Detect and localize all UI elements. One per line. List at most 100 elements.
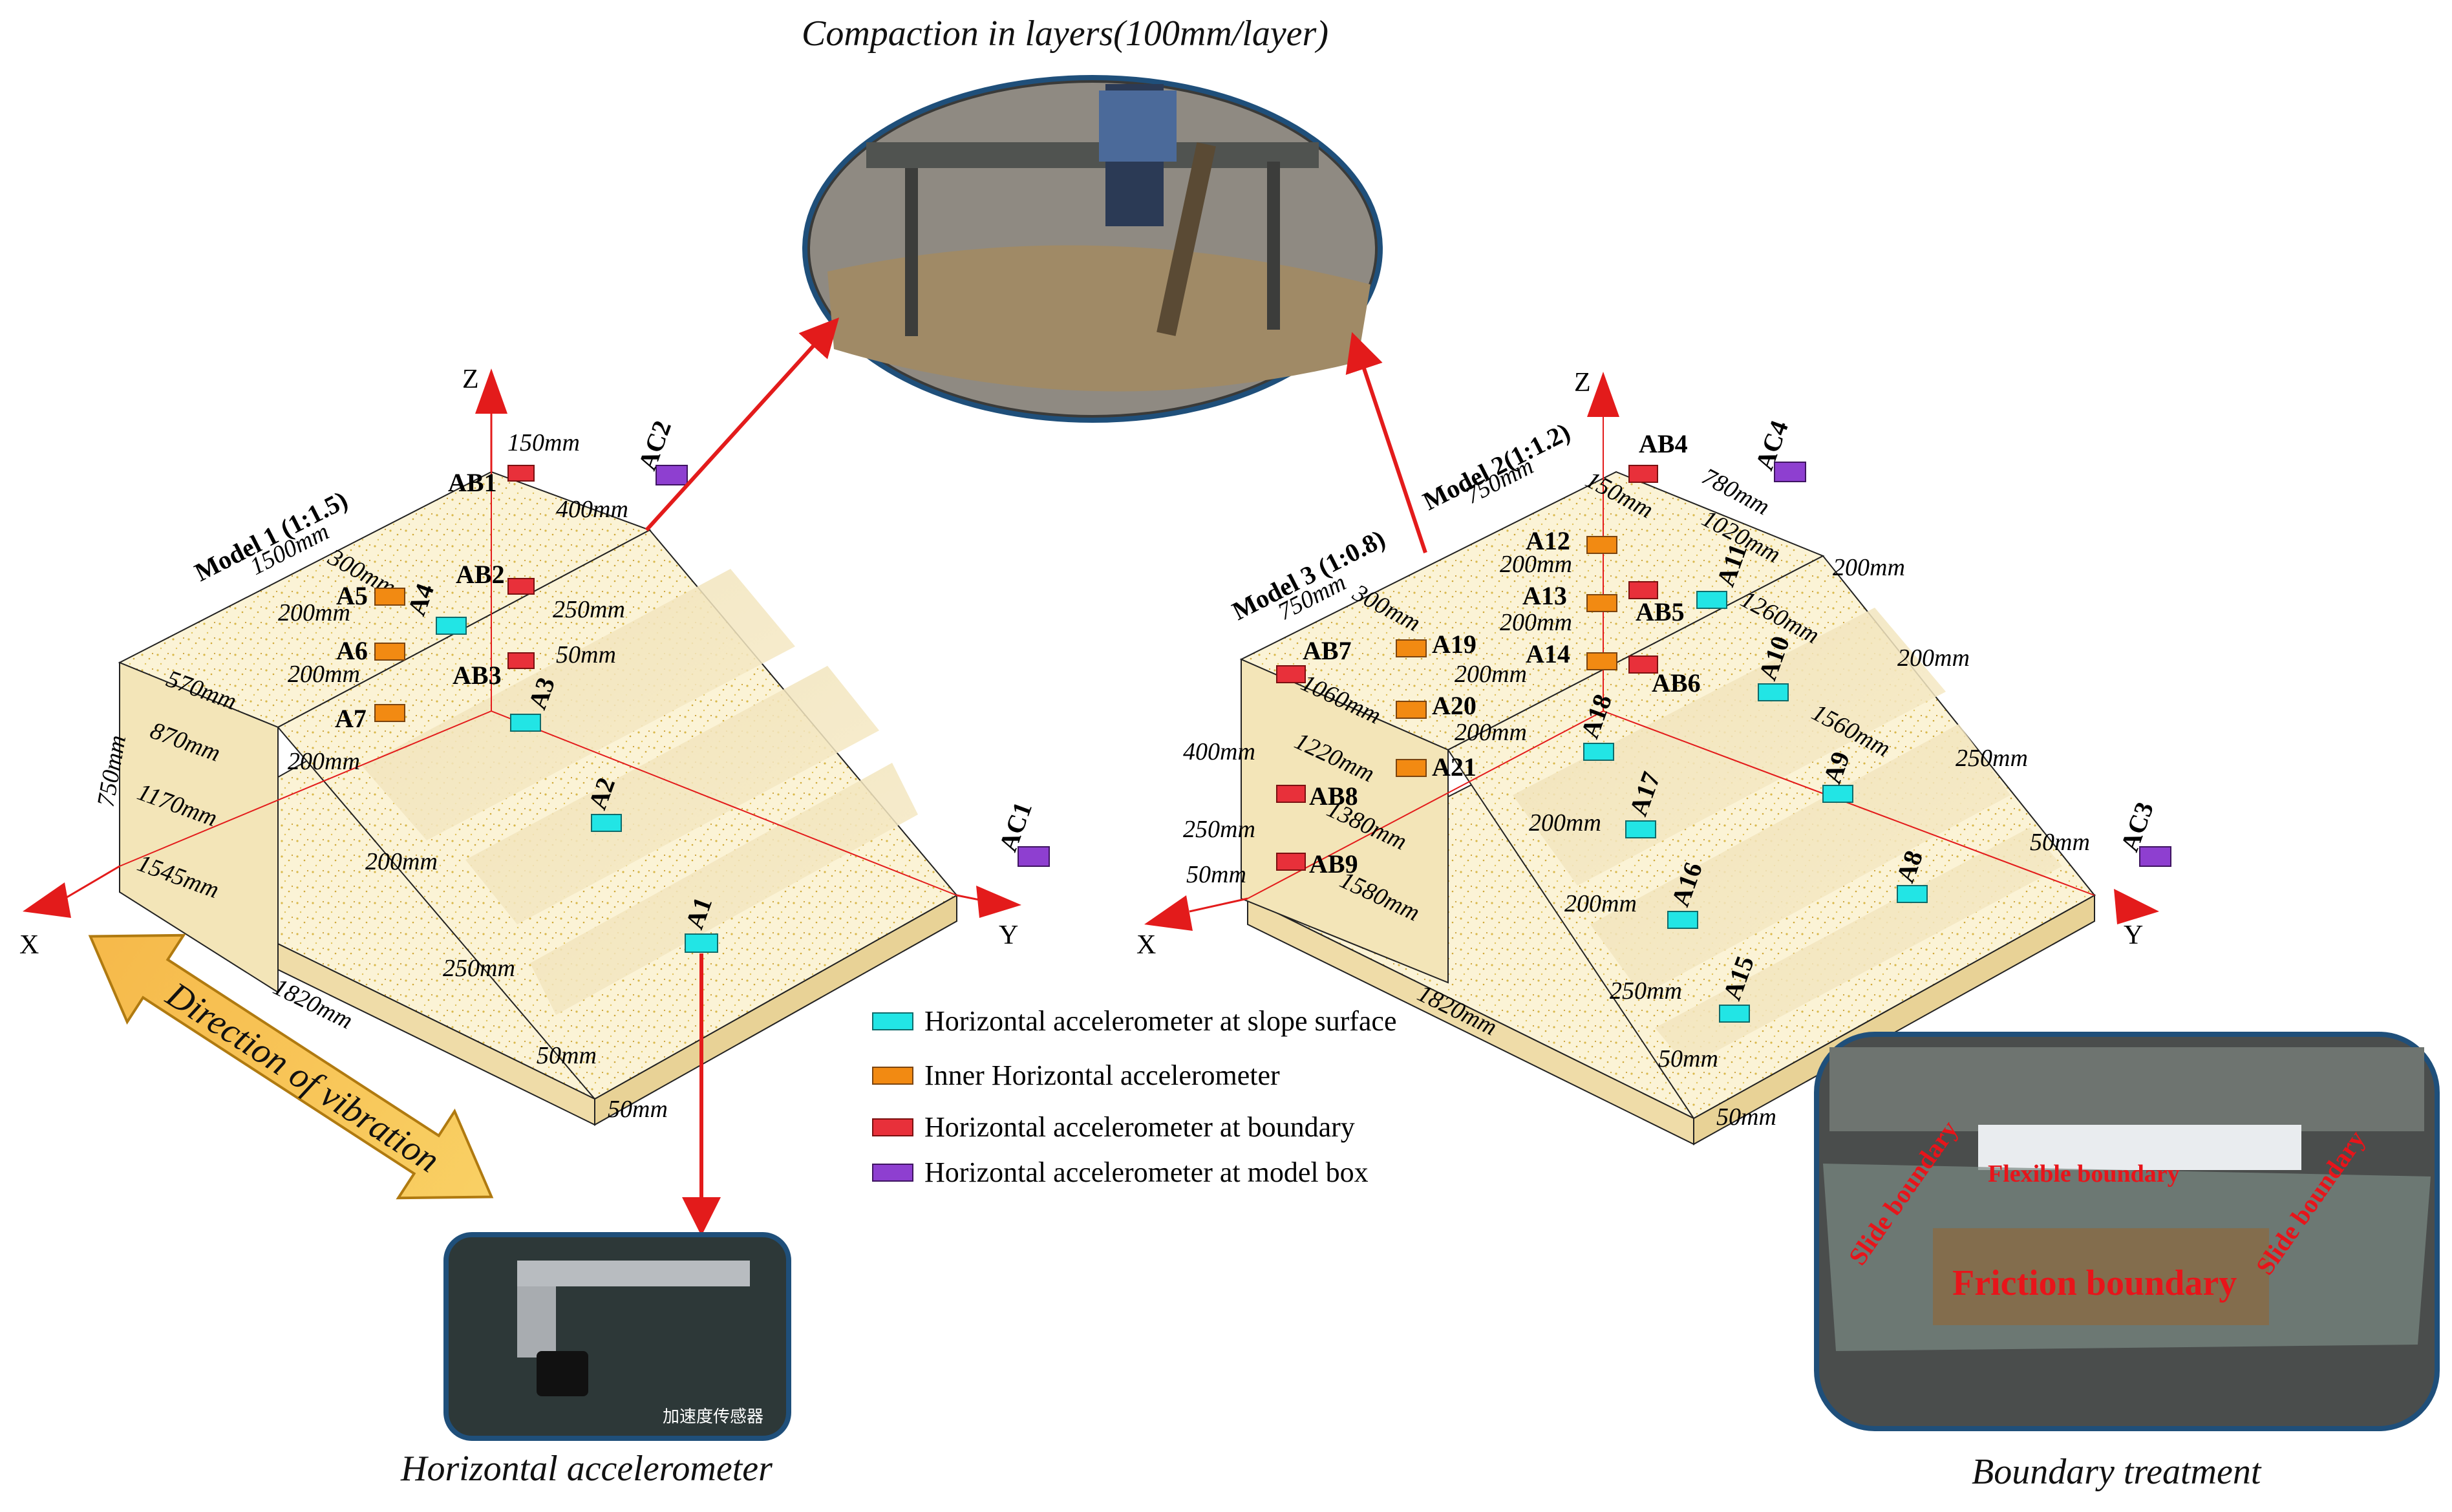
dim-150: 150mm [507, 429, 580, 456]
sensor-tag: 加速度传感器 [663, 1407, 763, 1427]
label-ab5: AB5 [1636, 597, 1685, 626]
model2-title: Model 2(1:1.2) [1418, 417, 1575, 516]
sensor-ab5 [1628, 581, 1658, 599]
sensor-a14 [1586, 652, 1617, 670]
dim-250b: 250mm [443, 955, 515, 982]
dim2-50b: 50mm [1186, 861, 1246, 888]
dim2-200d: 200mm [1500, 609, 1572, 636]
sensor-a17 [1625, 820, 1656, 838]
sensor-a12 [1586, 536, 1617, 554]
sensor-a10 [1758, 683, 1789, 701]
x-arrow-1 [23, 882, 71, 918]
sensor-a21 [1396, 759, 1427, 777]
axis-z-1: Z [462, 365, 479, 394]
label-a7: A7 [335, 704, 367, 733]
sensor-a7 [374, 704, 405, 722]
sensor-ab4 [1628, 465, 1658, 483]
sensor-ac3 [2139, 846, 2171, 867]
legend-label-inner: Inner Horizontal accelerometer [924, 1059, 1280, 1091]
legend-label-box: Horizontal accelerometer at model box [924, 1156, 1369, 1188]
legend: Horizontal accelerometer at slope surfac… [872, 1005, 1397, 1188]
sensor-a19 [1396, 639, 1427, 657]
sensor-ab8 [1276, 785, 1306, 803]
dim2-50d: 50mm [1716, 1103, 1776, 1131]
dim2-250c: 250mm [1610, 977, 1682, 1005]
axis-x-2: X [1136, 930, 1156, 960]
sensor-ab9 [1276, 853, 1306, 871]
legend-swatch-box [872, 1164, 913, 1182]
compaction-photo [802, 75, 1383, 423]
axis-x-1: X [19, 930, 39, 960]
y-arrow-1 [976, 886, 1021, 918]
model-1: Z X Y Model 1 (1:1.5) 1500mm 300mm 200mm… [19, 365, 1050, 1126]
accelerometer-photo: 加速度传感器 [443, 1232, 791, 1441]
sensor-a8 [1897, 885, 1928, 903]
dim-200c: 200mm [288, 748, 360, 775]
flexible-boundary-text: Flexible boundary [1988, 1160, 2180, 1187]
sensor-ac4 [1774, 462, 1806, 482]
legend-swatch-slope [872, 1012, 913, 1030]
boundary-photo: Flexible boundary Slide boundary Slide b… [1814, 1032, 2440, 1431]
sensor-a20 [1396, 701, 1427, 719]
arrow-to-compaction-2 [1345, 332, 1427, 553]
dim2-200e: 200mm [1455, 661, 1527, 688]
x-arrow-2 [1144, 895, 1193, 931]
label-ab8: AB8 [1309, 782, 1358, 811]
sensor-a3 [510, 714, 541, 732]
axis-y-1: Y [999, 921, 1018, 950]
dim-200a: 200mm [278, 599, 350, 626]
dim-50b: 50mm [537, 1042, 597, 1069]
dim2-250b: 250mm [1183, 816, 1255, 843]
label-a21: A21 [1432, 752, 1477, 782]
dim2-200c: 200mm [1500, 551, 1572, 578]
sensor-a15 [1719, 1005, 1750, 1023]
label-ab7: AB7 [1303, 636, 1352, 665]
sensor-a18 [1583, 743, 1614, 761]
z-arrow-2 [1587, 372, 1619, 417]
label-a13: A13 [1522, 581, 1567, 610]
label-a5: A5 [336, 581, 368, 610]
dim2-50c: 50mm [1658, 1045, 1718, 1072]
dim2-400: 400mm [1183, 738, 1255, 765]
legend-swatch-inner [872, 1067, 913, 1085]
axis-z-2: Z [1574, 368, 1591, 398]
sensor-a13 [1586, 594, 1617, 612]
dim-400: 400mm [556, 496, 628, 523]
y-arrow-2 [2114, 889, 2159, 924]
dim2-200f: 200mm [1455, 719, 1527, 746]
label-ab1: AB1 [448, 468, 497, 497]
label-ab3: AB3 [453, 661, 502, 690]
sensor-a1 [685, 933, 718, 953]
dim2-200b: 200mm [1897, 644, 1970, 672]
label-a12: A12 [1526, 526, 1570, 555]
label-a14: A14 [1526, 639, 1570, 668]
sensor-a2 [591, 814, 622, 832]
sensor-a6 [374, 643, 405, 661]
sensor-ab7 [1276, 665, 1306, 683]
label-ab4: AB4 [1639, 429, 1688, 458]
sensor-a11 [1696, 591, 1727, 609]
label-a20: A20 [1432, 691, 1477, 720]
dim-200d: 200mm [365, 848, 438, 875]
dim2-200g: 200mm [1529, 809, 1601, 836]
arrow-to-compaction-1 [645, 317, 840, 532]
label-a19: A19 [1432, 630, 1477, 659]
z-arrow-1 [475, 368, 507, 414]
legend-label-slope: Horizontal accelerometer at slope surfac… [924, 1005, 1397, 1037]
sensor-ab1 [507, 465, 535, 482]
bottom-right-caption: Boundary treatment [1972, 1452, 2262, 1492]
bottom-left-caption: Horizontal accelerometer [400, 1449, 773, 1489]
label-ab6: AB6 [1652, 668, 1701, 697]
sensor-ab6 [1628, 655, 1658, 674]
dim-250a: 250mm [553, 596, 625, 623]
axis-y-2: Y [2124, 921, 2143, 950]
dim2-50a: 50mm [2030, 829, 2090, 856]
dim-50c: 50mm [608, 1096, 668, 1123]
sensor-a9 [1822, 785, 1853, 803]
sensor-a5 [374, 588, 405, 606]
dim2-200a: 200mm [1833, 554, 1905, 581]
dim-50a: 50mm [556, 641, 616, 668]
dim2-250a: 250mm [1956, 745, 2028, 772]
legend-label-boundary: Horizontal accelerometer at boundary [924, 1111, 1355, 1143]
